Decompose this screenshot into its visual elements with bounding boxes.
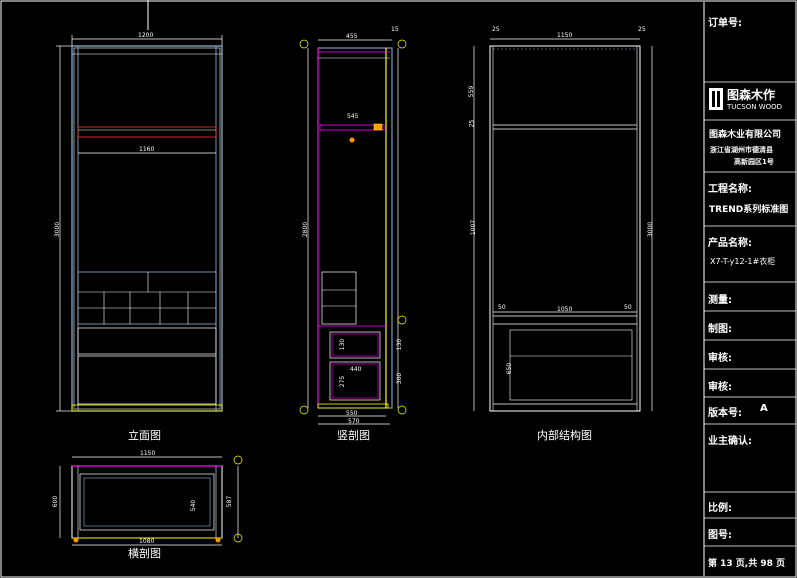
scale-label: 比例: xyxy=(708,503,732,514)
dim-front-width: 1200 xyxy=(138,32,154,39)
dim-sec-drawer4: 275 xyxy=(339,375,347,388)
approve-label: 审核: xyxy=(708,382,732,393)
order-number-label: 订单号: xyxy=(708,18,742,29)
logo-en: TUCSON WOOD xyxy=(727,103,783,111)
dim-inner-top-right: 25 xyxy=(638,26,646,33)
dim-inner-h4: 650 xyxy=(506,362,514,375)
page-indicator: 第 13 页,共 98 页 xyxy=(708,559,786,569)
company-address-2: 高新园区1号 xyxy=(734,158,774,166)
project-name-label: 工程名称: xyxy=(708,184,752,195)
logo-cn: 图森木作 xyxy=(727,88,776,102)
logo-mark xyxy=(709,88,723,110)
dim-sec-bottom2: 570 xyxy=(348,418,360,425)
dim-front-rail: 1160 xyxy=(139,146,155,153)
dim-inner-h1: 1007 xyxy=(470,219,478,236)
product-name-value: X7-T-y12-1#衣柜 xyxy=(710,257,776,266)
owner-confirm-label: 业主确认: xyxy=(708,436,752,447)
front-elevation xyxy=(56,35,223,412)
dim-inner-mid-l: 50 xyxy=(498,304,506,311)
company-name: 图森木业有限公司 xyxy=(709,130,782,140)
plan-caption: 横剖图 xyxy=(128,547,161,560)
dim-inner-h3: 559 xyxy=(468,85,476,98)
dim-inner-h2: 25 xyxy=(468,119,476,128)
version-label: 版本号: xyxy=(708,408,742,419)
dim-sec-drawer5: 300 xyxy=(396,372,404,385)
dim-inner-height: 3000 xyxy=(647,221,655,238)
drawing-number-label: 图号: xyxy=(708,530,732,541)
section-caption: 竖剖图 xyxy=(337,429,370,442)
review-label: 审核: xyxy=(708,353,732,364)
vertical-section xyxy=(299,39,407,425)
drawing-by-label: 制图: xyxy=(708,324,732,335)
dim-plan-width: 1150 xyxy=(140,450,156,457)
dim-plan-depth3: 587 xyxy=(226,495,234,508)
dim-sec-rail: 545 xyxy=(347,113,359,120)
dim-sec-height: 2800 xyxy=(302,221,310,238)
dim-sec-drawer3: 440 xyxy=(350,366,362,373)
dim-plan-depth2: 540 xyxy=(190,499,198,512)
title-block-frame xyxy=(703,2,796,576)
dim-plan-depth: 600 xyxy=(52,495,60,508)
dim-sec-top: 455 xyxy=(346,33,358,40)
measure-label: 测量: xyxy=(708,295,732,306)
dim-front-height: 3000 xyxy=(54,221,62,238)
dim-inner-mid: 1050 xyxy=(557,306,573,313)
dim-sec-drawer1: 130 xyxy=(339,338,347,351)
inner-structure-caption: 内部结构图 xyxy=(537,429,592,442)
dim-sec-drawer2: 130 xyxy=(396,338,404,351)
dim-inner-mid-r: 50 xyxy=(624,304,632,311)
dim-inner-top-left: 25 xyxy=(492,26,500,33)
dim-plan-inner: 1080 xyxy=(139,538,155,545)
dim-sec-bottom1: 550 xyxy=(346,410,358,417)
product-name-label: 产品名称: xyxy=(708,238,752,249)
dim-sec-top2: 15 xyxy=(391,26,399,33)
project-name-value: TREND系列标准图 xyxy=(709,205,789,215)
version-value: A xyxy=(760,403,768,414)
inner-structure xyxy=(473,38,653,412)
dim-inner-width: 1150 xyxy=(557,32,573,39)
company-address-1: 浙江省湖州市德清县 xyxy=(710,146,773,154)
plan-section xyxy=(59,455,243,546)
front-elevation-caption: 立面图 xyxy=(128,429,161,442)
